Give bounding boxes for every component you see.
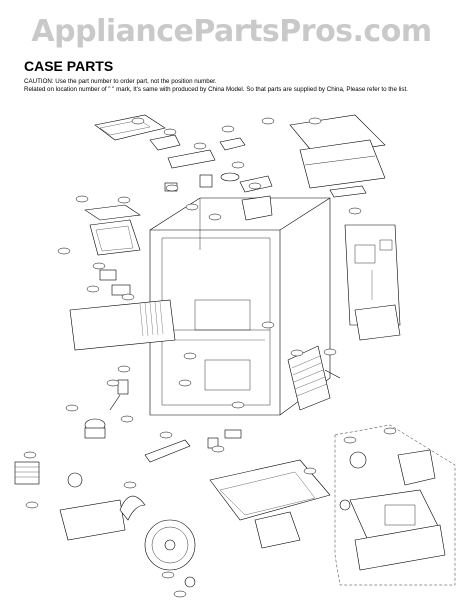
watermark-logo: AppliancePartsPros.com (31, 14, 432, 49)
control-board-panel (344, 224, 401, 341)
dispenser-assembly (334, 424, 456, 586)
drawer-shelf (84, 204, 141, 296)
base-tray (207, 429, 331, 549)
top-cover-panel (289, 114, 386, 198)
caution-line-2: Related on location number of " " mark, … (24, 85, 408, 93)
fan-shroud (14, 461, 196, 588)
side-duct-panel (69, 299, 176, 351)
part-callouts (23, 117, 397, 598)
top-hinge-assembly (94, 114, 273, 221)
compressor-parts (84, 379, 191, 463)
condenser-coil (287, 345, 341, 411)
page-title: CASE PARTS (24, 58, 114, 74)
caution-note: CAUTION: Use the part number to order pa… (24, 78, 444, 93)
caution-line-1: CAUTION: Use the part number to order pa… (24, 78, 217, 85)
refrigerator-cabinet (149, 197, 331, 416)
